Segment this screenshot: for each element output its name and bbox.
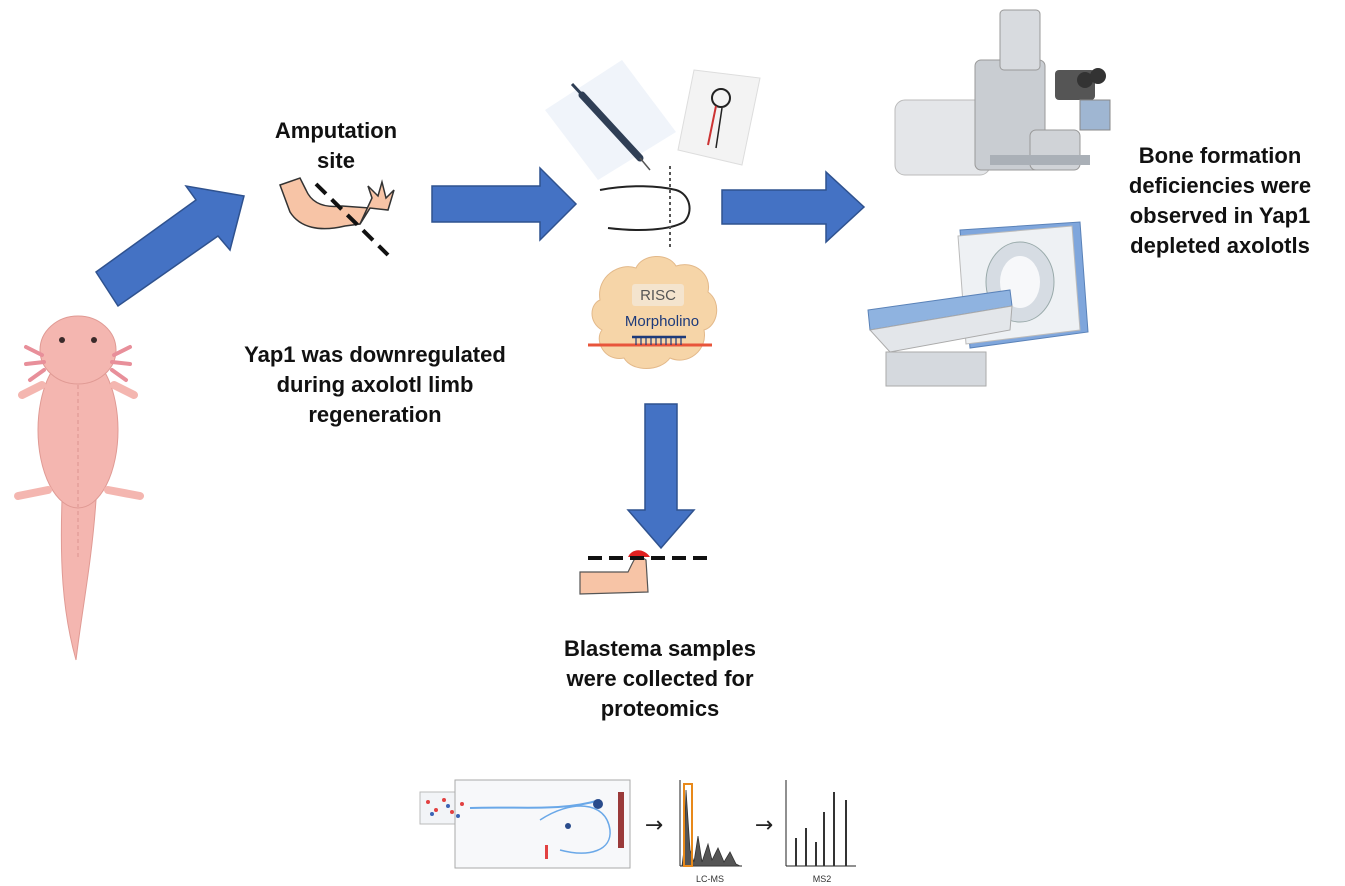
electroporation-device-illustration [677, 69, 761, 166]
blastema-limb-illustration [579, 550, 708, 595]
lc-chip-illustration [419, 779, 631, 869]
arrow-to-blastema [626, 403, 696, 550]
lcms-label: LC-MS [696, 874, 724, 884]
bone-formation-label: Bone formation deficiencies were observe… [1128, 143, 1312, 258]
yap1-downregulated-label: Yap1 was downregulated during axolotl li… [244, 342, 506, 427]
amputation-site-label: Amputation site [274, 118, 398, 173]
step-arrow-2: → [755, 813, 773, 838]
microscope-illustration [894, 9, 1111, 176]
arrow-to-imaging [721, 170, 866, 244]
syringe-illustration [545, 60, 676, 180]
arrow-to-amputation [94, 184, 245, 308]
step-arrow-1: → [645, 813, 663, 838]
morpholino-label: Morpholino [625, 313, 699, 330]
axolotl-illustration [14, 315, 144, 661]
risc-label: RISC [640, 287, 676, 304]
arrow-to-treatment [431, 166, 578, 242]
treated-limb-outline [599, 166, 691, 250]
lcms-chromatogram: LC-MS [679, 780, 742, 884]
blastema-samples-label: Blastema samples were collected for prot… [564, 636, 756, 721]
mri-scanner-illustration [867, 221, 1089, 387]
risc-morpholino-complex: RISC Morpholino [588, 256, 718, 369]
ms2-spectrum: MS2 [785, 780, 856, 884]
amputation-limb-illustration [279, 177, 395, 257]
ms2-label: MS2 [813, 874, 832, 884]
